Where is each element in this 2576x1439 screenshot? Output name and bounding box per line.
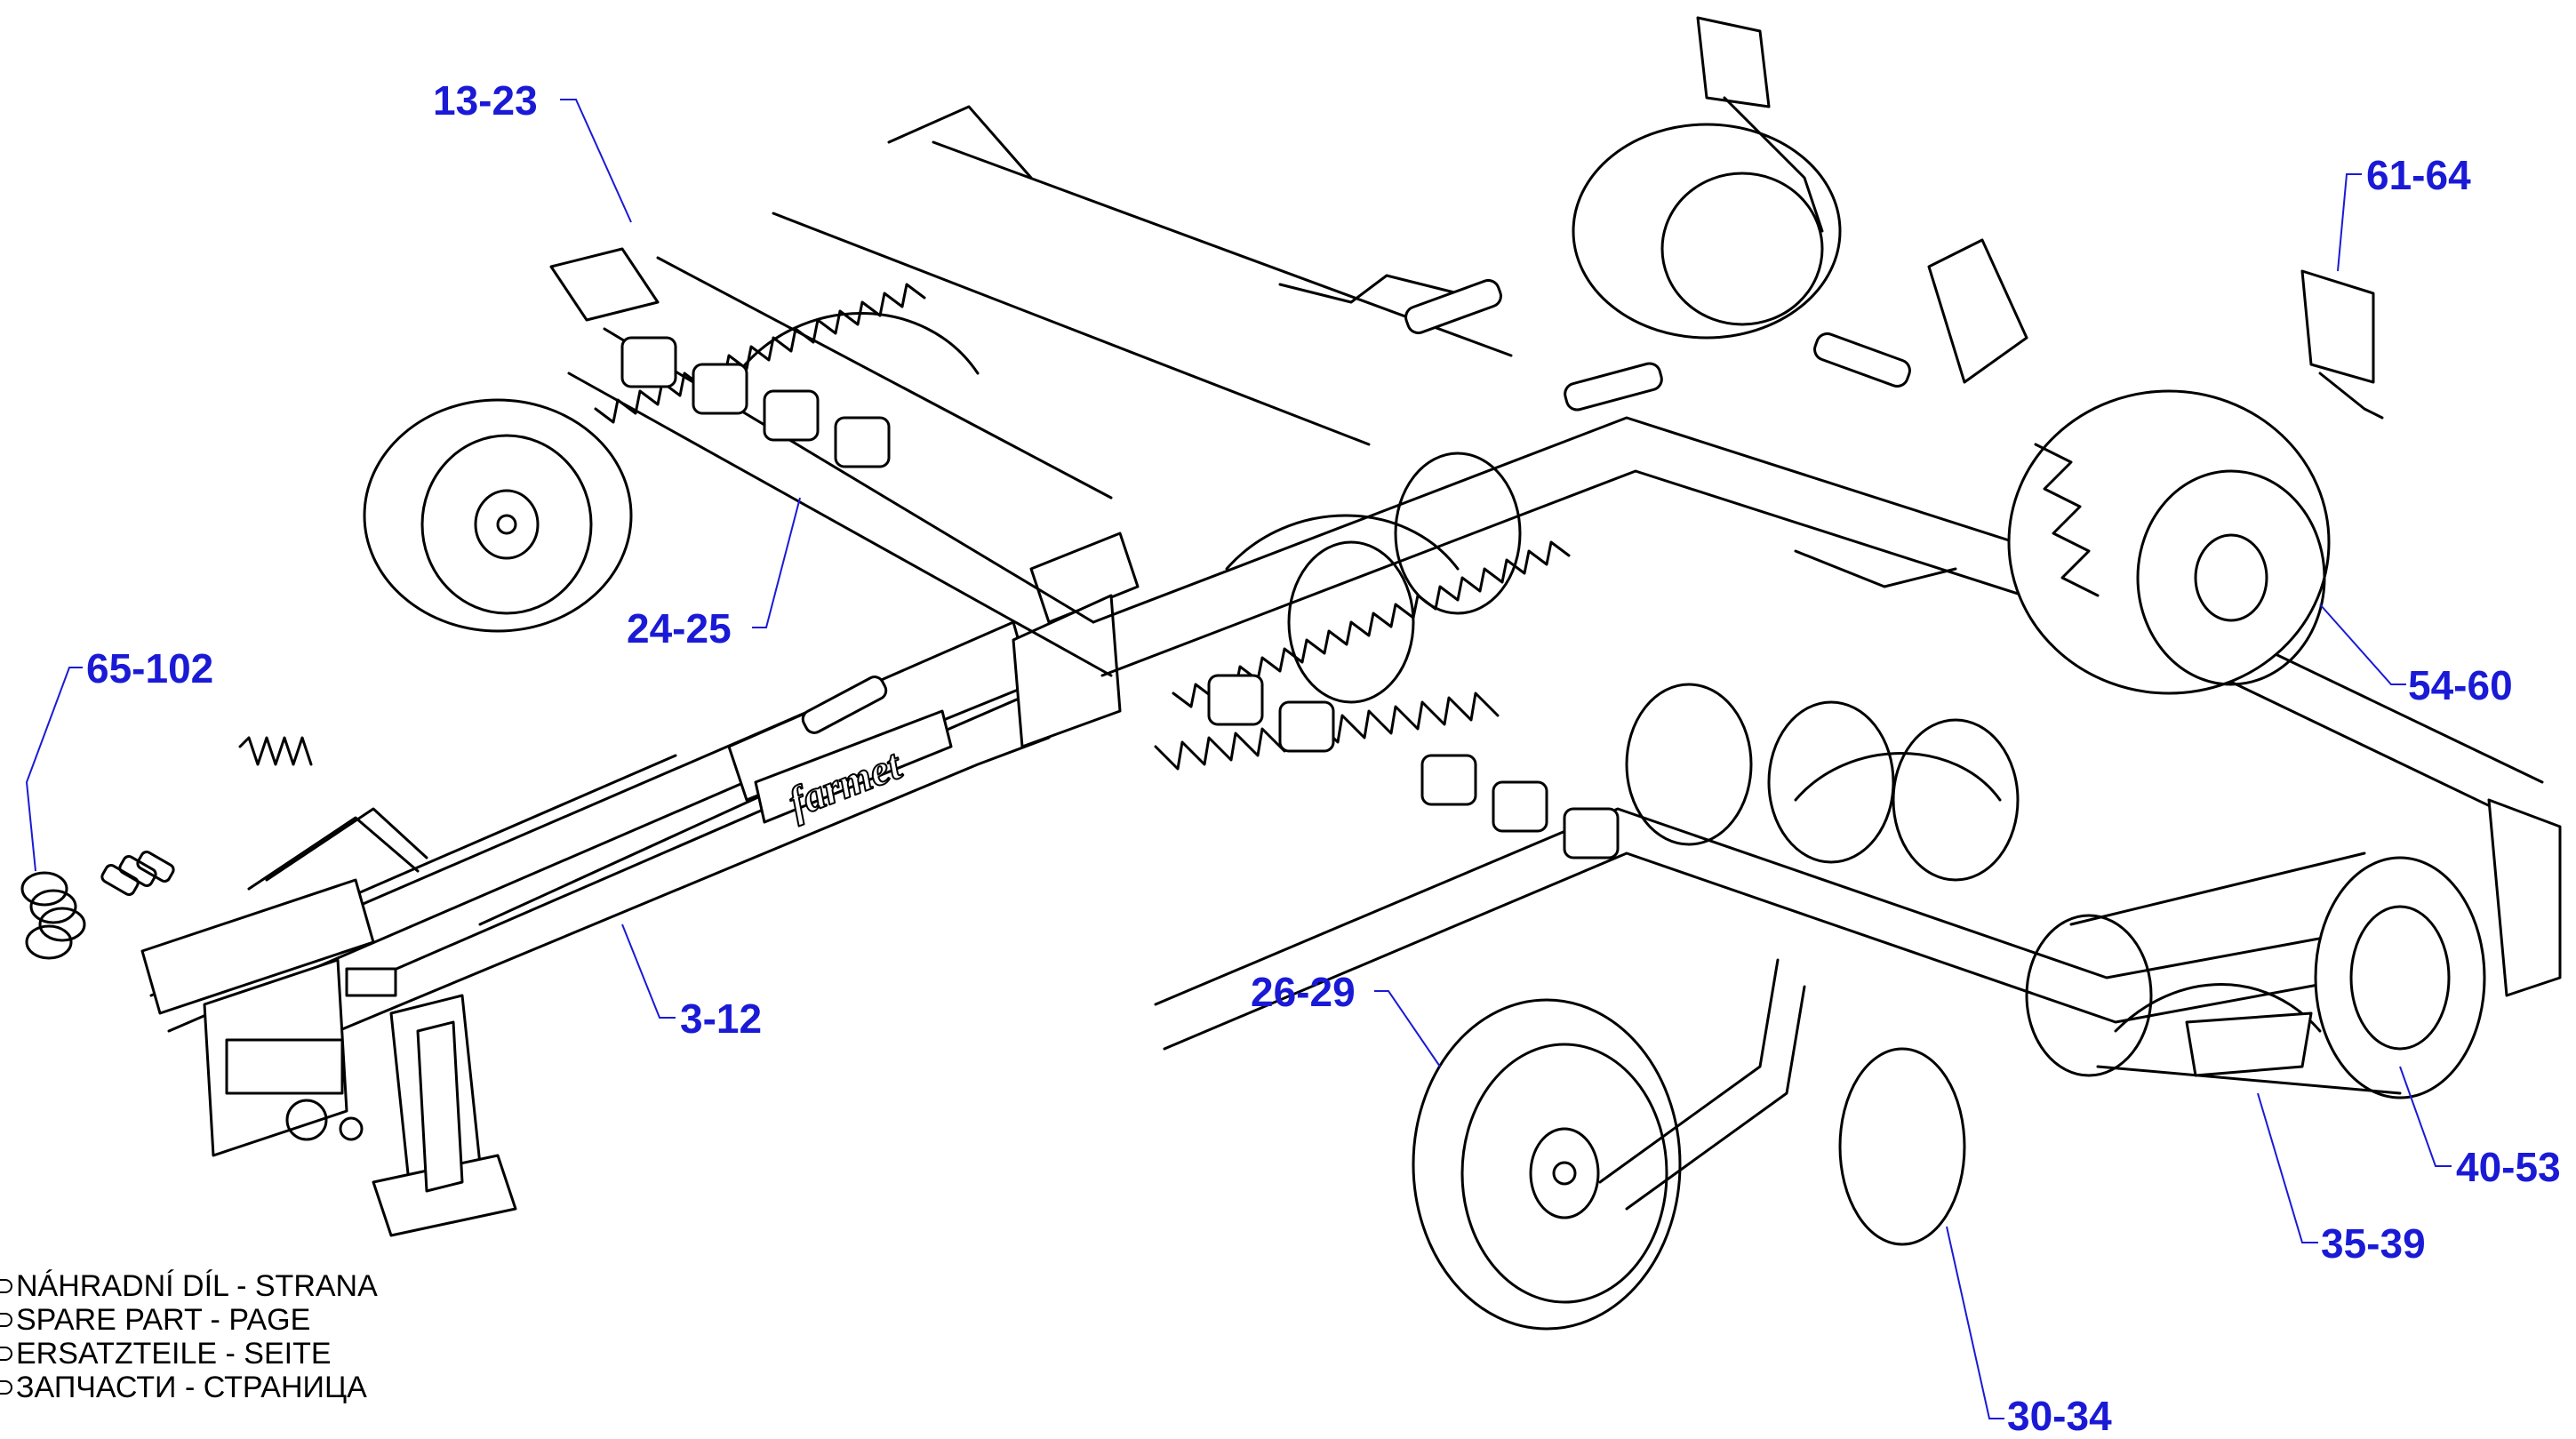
wheel-rear-big: [2007, 389, 2331, 695]
callout-61-64: 61-64: [2366, 152, 2471, 198]
leader-35-39: [2257, 1092, 2318, 1243]
wheel-rear-center: [1572, 123, 1842, 340]
callout-65-102: 65-102: [86, 645, 214, 692]
callout-54-60: 54-60: [2408, 662, 2513, 708]
legend-row-de: ERSATZTEILE - SEITE: [0, 1337, 378, 1371]
front-cutter-row: [594, 283, 1620, 859]
callout-24-25: 24-25: [627, 605, 732, 652]
callout-30-34: 30-34: [2007, 1393, 2112, 1439]
legend-row-cs: NÁHRADNÍ DÍL - STRANA: [0, 1269, 378, 1303]
main-frame: [549, 105, 2553, 1051]
legend: NÁHRADNÍ DÍL - STRANA SPARE PART - PAGE …: [0, 1269, 378, 1404]
legend-row-en: SPARE PART - PAGE: [0, 1303, 378, 1337]
leader-24-25: [752, 497, 801, 628]
callout-26-29: 26-29: [1251, 969, 1356, 1015]
marker-plates: [1696, 16, 2384, 420]
leader-65-102: [25, 667, 83, 872]
legend-text: NÁHRADNÍ DÍL - STRANA: [16, 1269, 378, 1303]
legend-text: ЗАПЧАСТИ - СТРАНИЦА: [16, 1371, 367, 1404]
legend-bullet-icon: [0, 1313, 12, 1327]
leader-26-29: [1374, 990, 1441, 1067]
legend-bullet-icon: [0, 1347, 12, 1361]
legend-row-ru: ЗАПЧАСТИ - СТРАНИЦА: [0, 1371, 378, 1404]
wheel-front-right: [1412, 958, 1806, 1331]
callout-35-39: 35-39: [2321, 1220, 2426, 1267]
callout-3-12: 3-12: [680, 995, 763, 1042]
leader-40-53: [2399, 1066, 2452, 1167]
legend-text: ERSATZTEILE - SEITE: [16, 1337, 332, 1371]
leader-30-34: [1946, 1226, 2004, 1419]
leader-54-60: [2319, 604, 2406, 685]
rear-roller: [2069, 798, 2562, 1099]
drawbar-frame: [149, 532, 1140, 1077]
legend-text: SPARE PART - PAGE: [16, 1303, 311, 1337]
parking-stand: [416, 1020, 464, 1193]
loose-parts-group: [20, 851, 175, 960]
callout-13-23: 13-23: [433, 77, 538, 124]
disc-row: [1287, 452, 2153, 1246]
wheel-front-left: [363, 398, 633, 633]
hydraulic-cylinders: [801, 278, 1911, 734]
leader-13-23: [560, 99, 632, 223]
legend-bullet-icon: [0, 1279, 12, 1293]
leader-3-12: [621, 923, 676, 1019]
legend-bullet-icon: [0, 1380, 12, 1395]
callout-40-53: 40-53: [2456, 1144, 2561, 1190]
leader-61-64: [2337, 173, 2362, 272]
